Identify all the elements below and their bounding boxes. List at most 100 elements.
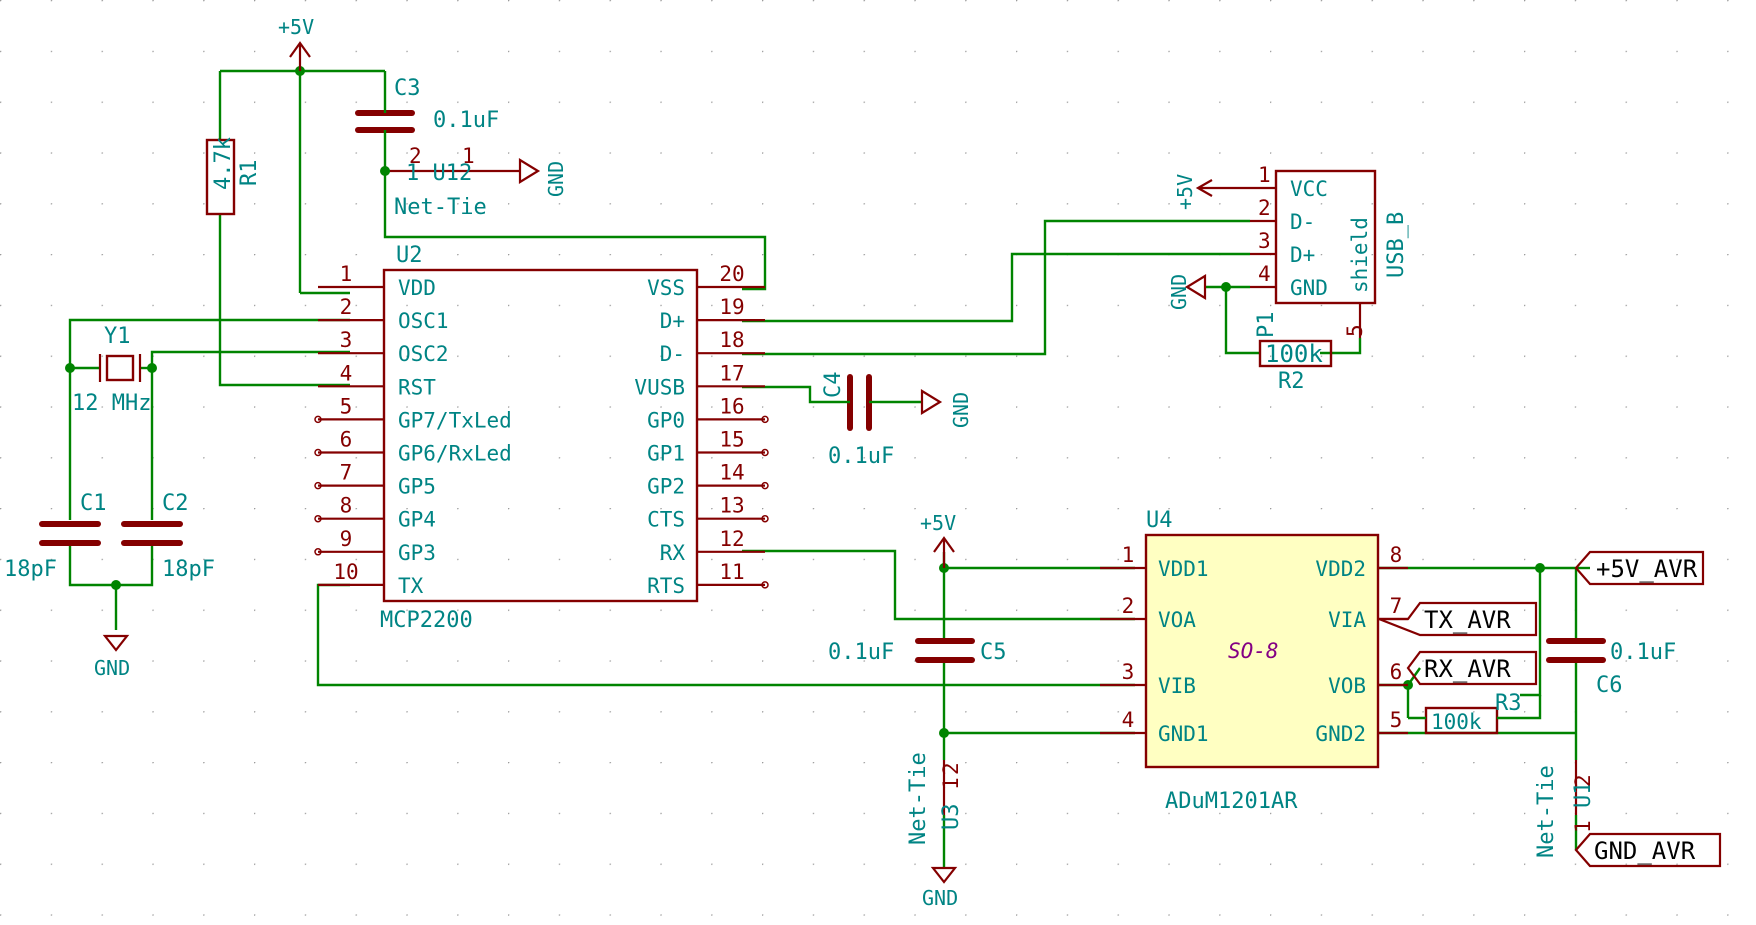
u2-pin-num: 20 bbox=[719, 262, 744, 286]
u2-pin-name: GP3 bbox=[398, 541, 436, 565]
u2-pin-19: 19D+ bbox=[660, 295, 765, 333]
r2[interactable]: 100k R2 bbox=[1258, 339, 1333, 394]
u2-pin-num: 9 bbox=[340, 527, 353, 551]
y1-crystal[interactable]: Y1 12 MHz bbox=[72, 324, 151, 416]
p1-pin-num: 3 bbox=[1258, 229, 1271, 253]
u2-pin-num: 11 bbox=[719, 560, 744, 584]
u2-pin-name: GP5 bbox=[398, 475, 436, 499]
nettie-u1-pin-2: 2 bbox=[1571, 774, 1595, 787]
y1-body bbox=[105, 354, 135, 382]
u4-pin-num: 4 bbox=[1122, 708, 1135, 732]
u4-pin-name: VOA bbox=[1158, 608, 1196, 632]
label-tx-avr[interactable]: TX_AVR bbox=[1378, 601, 1538, 637]
u2-pin-num: 15 bbox=[719, 428, 744, 452]
c3-value: 0.1uF bbox=[433, 108, 499, 133]
label-plus5v-avr[interactable]: +5V_AVR bbox=[1574, 550, 1705, 586]
u2-pin-name: D+ bbox=[660, 309, 685, 333]
nettie-u3[interactable]: Net-Tie U3 1 2 bbox=[906, 752, 964, 845]
nettie-u1[interactable]: Net-Tie U1 1 2 bbox=[1534, 760, 1596, 858]
p1-pin-name: D+ bbox=[1290, 243, 1315, 267]
u4-pin-name: VDD1 bbox=[1158, 557, 1209, 581]
nettie-u12[interactable]: 2 1 1 U12 Net-Tie bbox=[390, 144, 520, 220]
u4-package: SO-8 bbox=[1228, 639, 1279, 663]
u2-pin-num: 18 bbox=[719, 328, 744, 352]
u2-pin-name: VUSB bbox=[634, 375, 685, 399]
u2-pin-name: CTS bbox=[647, 508, 685, 532]
c4-value: 0.1uF bbox=[828, 444, 894, 469]
nettie-u3-pin-2: 2 bbox=[939, 762, 963, 775]
u2-body bbox=[382, 268, 699, 603]
r3-value: 100k bbox=[1431, 710, 1482, 734]
wires bbox=[68, 69, 1590, 868]
u2-mcp2200[interactable]: U2 MCP2200 1VDD2OSC13OSC24RST5GP7/TxLed6… bbox=[314, 243, 769, 633]
u2-pin-name: GP7/TxLed bbox=[398, 408, 512, 432]
u2-pin-num: 7 bbox=[340, 461, 353, 485]
label-plus5v-avr-text: +5V_AVR bbox=[1596, 555, 1698, 583]
nettie-u1-ref: U1 bbox=[1571, 782, 1596, 809]
p1-pin-name: VCC bbox=[1290, 177, 1328, 201]
u2-pin-name: RST bbox=[398, 375, 436, 399]
nettie-u12-ref: 1 U12 bbox=[406, 161, 472, 186]
c2[interactable]: C2 18pF bbox=[121, 491, 215, 582]
r2-body bbox=[1258, 339, 1333, 368]
gnd-p1: GND bbox=[1167, 274, 1207, 310]
u2-right-pins: 20VSS19D+18D-17VUSB16GP015GP114GP213CTS1… bbox=[634, 262, 769, 598]
c3[interactable]: C3 0.1uF bbox=[355, 76, 499, 140]
c6-value: 0.1uF bbox=[1610, 640, 1676, 665]
u2-pin-num: 14 bbox=[719, 461, 744, 485]
c4[interactable]: C4 0.1uF bbox=[821, 372, 894, 470]
p1-pin-3: 3D+ bbox=[1250, 229, 1315, 267]
label-gnd-avr[interactable]: GND_AVR bbox=[1574, 832, 1722, 868]
label-rx-avr[interactable]: RX_AVR bbox=[1406, 650, 1538, 686]
gnd-nettie-top-label: GND bbox=[544, 161, 568, 197]
c6[interactable]: C6 0.1uF bbox=[1546, 638, 1676, 698]
r2-value: 100k bbox=[1265, 340, 1323, 368]
u2-pin-name: TX bbox=[398, 574, 424, 598]
u4-pin-name: GND2 bbox=[1315, 722, 1366, 746]
nettie-u12-pin-b: 2 bbox=[409, 144, 422, 168]
p1-pin-num: 2 bbox=[1258, 196, 1271, 220]
u4-pin-num: 5 bbox=[1390, 708, 1403, 732]
u2-pin-num: 6 bbox=[340, 428, 353, 452]
power-5v-top-label: +5V bbox=[278, 15, 314, 39]
r1[interactable]: 4.7k R1 bbox=[205, 137, 262, 216]
u2-pin-num: 8 bbox=[340, 494, 353, 518]
u2-pin-num: 17 bbox=[719, 361, 744, 385]
u2-pin-num: 13 bbox=[719, 494, 744, 518]
nettie-u1-pin-1: 1 bbox=[1571, 820, 1595, 833]
p1-shield-label: shield bbox=[1348, 217, 1372, 293]
power-5v-top: +5V bbox=[278, 15, 314, 71]
p1-shield-pin-num: 5 bbox=[1343, 324, 1367, 337]
nettie-u12-pin-a: 1 bbox=[462, 144, 475, 168]
c6-ref: C6 bbox=[1596, 673, 1623, 698]
u2-pin-num: 4 bbox=[340, 361, 353, 385]
u4-pin-name: VOB bbox=[1328, 674, 1366, 698]
p1-pin-name: D- bbox=[1290, 210, 1315, 234]
r3[interactable]: 100k R3 bbox=[1408, 691, 1542, 735]
gnd-c4: GND bbox=[920, 389, 973, 428]
r1-value: 4.7k bbox=[211, 137, 236, 190]
c1-value: 18pF bbox=[4, 557, 57, 582]
c1[interactable]: C1 18pF bbox=[4, 491, 107, 582]
c5[interactable]: C5 0.1uF bbox=[828, 638, 1007, 665]
u2-pin-num: 10 bbox=[333, 560, 358, 584]
u4-pin-num: 3 bbox=[1122, 660, 1135, 684]
u2-pin-name: D- bbox=[660, 342, 685, 366]
